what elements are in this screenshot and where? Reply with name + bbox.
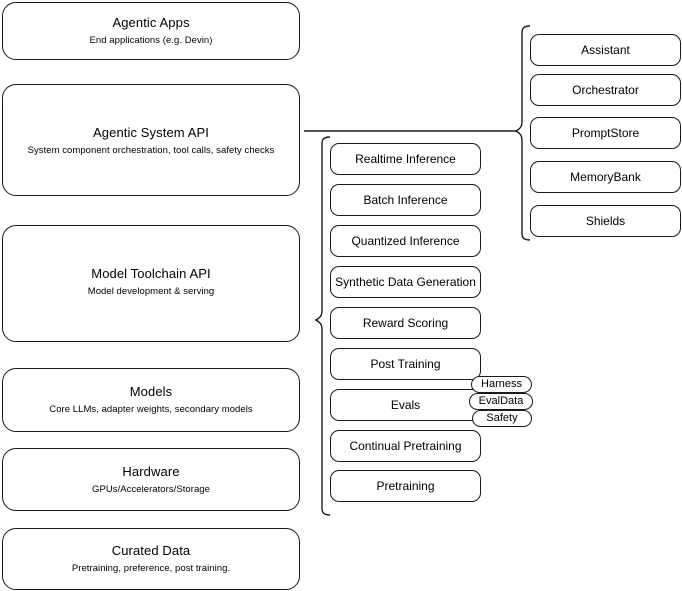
layer-text-block: Hardware GPUs/Accelerators/Storage	[92, 464, 210, 496]
chip-label: Harness	[481, 378, 522, 390]
layer-subtitle: GPUs/Accelerators/Storage	[92, 483, 210, 495]
layer-text-block: Models Core LLMs, adapter weights, secon…	[49, 384, 252, 416]
node-label: Realtime Inference	[355, 152, 456, 166]
layer-title: Agentic System API	[93, 125, 209, 140]
node-label: Assistant	[581, 43, 630, 57]
eval-chip-safety[interactable]: Safety	[472, 410, 532, 427]
brace-toolchain-apis	[314, 136, 331, 516]
layer-subtitle: Pretraining, preference, post training.	[71, 563, 231, 574]
eval-chip-harness[interactable]: Harness	[471, 376, 532, 393]
toolchain-node-batch-inference[interactable]: Batch Inference	[330, 184, 481, 216]
node-label: Post Training	[370, 357, 441, 371]
layer-subtitle: System component orchestration, tool cal…	[27, 145, 275, 156]
toolchain-node-quantized-inference[interactable]: Quantized Inference	[330, 225, 481, 257]
node-label: Synthetic Data Generation	[335, 275, 476, 289]
chip-label: EvalData	[478, 395, 524, 407]
layer-text-block: Agentic Apps End applications (e.g. Devi…	[90, 15, 213, 47]
toolchain-node-reward-scoring[interactable]: Reward Scoring	[330, 307, 481, 339]
node-label: Shields	[585, 214, 626, 228]
layer-model-toolchain-api[interactable]: Model Toolchain API Model development & …	[2, 225, 300, 342]
node-label: Continual Pretraining	[349, 439, 462, 453]
system-node-orchestrator[interactable]: Orchestrator	[530, 74, 681, 106]
node-label: Evals	[390, 398, 421, 412]
toolchain-node-synthetic-data-generation[interactable]: Synthetic Data Generation	[330, 266, 481, 298]
layer-title: Model Toolchain API	[91, 266, 211, 281]
system-node-memorybank[interactable]: MemoryBank	[530, 161, 681, 193]
node-label: MemoryBank	[570, 170, 641, 184]
eval-chip-evaldata[interactable]: EvalData	[469, 393, 533, 410]
layer-title: Hardware	[122, 463, 180, 479]
layer-models[interactable]: Models Core LLMs, adapter weights, secon…	[2, 368, 300, 432]
layer-subtitle: Model development & serving	[87, 286, 215, 297]
layer-subtitle: End applications (e.g. Devin)	[89, 35, 213, 46]
node-label: Pretraining	[376, 479, 435, 493]
toolchain-node-post-training[interactable]: Post Training	[330, 348, 481, 380]
layer-hardware[interactable]: Hardware GPUs/Accelerators/Storage	[2, 448, 300, 511]
toolchain-node-pretraining[interactable]: Pretraining	[330, 470, 481, 502]
layer-agentic-apps[interactable]: Agentic Apps End applications (e.g. Devi…	[2, 2, 300, 60]
chip-label: Safety	[486, 412, 518, 424]
node-label: Reward Scoring	[362, 316, 449, 330]
layer-text-block: Model Toolchain API Model development & …	[3, 266, 299, 298]
node-label: PromptStore	[571, 126, 640, 140]
layer-agentic-system-api[interactable]: Agentic System API System component orch…	[2, 84, 300, 196]
layer-text-block: Curated Data Pretraining, preference, po…	[72, 543, 230, 575]
toolchain-node-continual-pretraining[interactable]: Continual Pretraining	[330, 430, 481, 462]
layer-curated-data[interactable]: Curated Data Pretraining, preference, po…	[2, 528, 300, 590]
layer-title: Agentic Apps	[112, 15, 190, 30]
layer-subtitle: Core LLMs, adapter weights, secondary mo…	[49, 404, 253, 415]
node-label: Batch Inference	[363, 193, 448, 207]
system-node-assistant[interactable]: Assistant	[530, 34, 681, 66]
layer-text-block: Agentic System API System component orch…	[3, 125, 299, 157]
toolchain-node-realtime-inference[interactable]: Realtime Inference	[330, 143, 481, 175]
layer-title: Curated Data	[111, 543, 191, 558]
node-label: Orchestrator	[572, 83, 639, 97]
brace-system-components	[514, 25, 531, 241]
node-label: Quantized Inference	[351, 234, 460, 248]
system-node-shields[interactable]: Shields	[530, 205, 681, 237]
toolchain-node-evals[interactable]: Evals	[330, 389, 481, 421]
system-node-promptstore[interactable]: PromptStore	[530, 117, 681, 149]
layer-title: Models	[129, 384, 173, 399]
